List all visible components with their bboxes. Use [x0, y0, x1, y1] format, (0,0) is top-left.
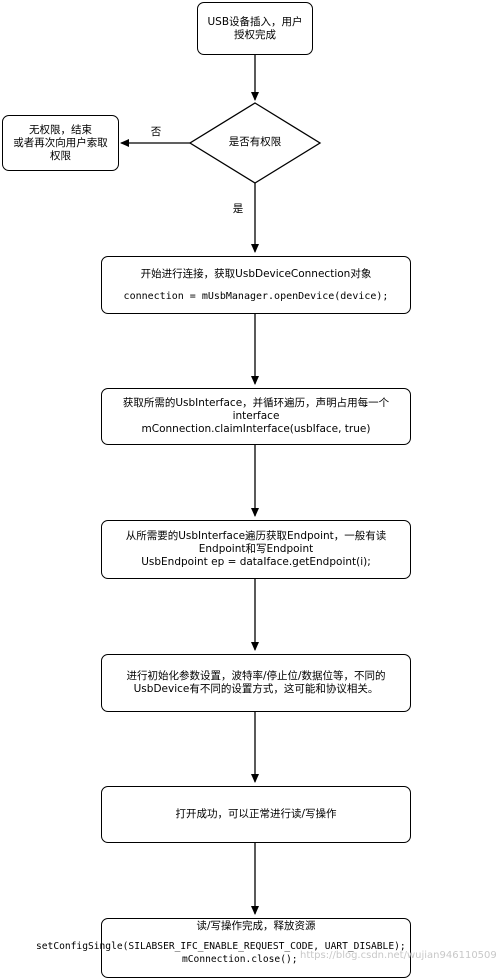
- step-init-params-node: 进行初始化参数设置，波特率/停止位/数据位等，不同的 UsbDevice有不同的…: [101, 654, 411, 712]
- step-release-code2: mConnection.close();: [182, 954, 298, 965]
- step-endpoint-line1: 从所需要的UsbInterface遍历获取Endpoint，一般有读: [125, 530, 387, 542]
- step-claim-interface-node: 获取所需的UsbInterface，并循环遍历，声明占用每一个 interfac…: [101, 388, 411, 445]
- step-connect-text: 开始进行连接，获取UsbDeviceConnection对象: [140, 267, 372, 280]
- step-release-code1: setConfigSingle(SILABSER_IFC_ENABLE_REQU…: [36, 941, 406, 952]
- watermark-text: https://blog.csdn.net/wujian946110509: [300, 950, 497, 961]
- step-open-success-node: 打开成功，可以正常进行读/写操作: [101, 786, 411, 843]
- step-connect-node: 开始进行连接，获取UsbDeviceConnection对象 connectio…: [101, 256, 411, 314]
- step-claim-interface-line2: interface: [232, 410, 280, 422]
- decision-label: 是否有权限: [228, 136, 282, 148]
- step-endpoint-code: UsbEndpoint ep = dataIface.getEndpoint(i…: [141, 556, 371, 568]
- edge-no-label: 否: [150, 126, 162, 138]
- start-node-line1: USB设备插入，用户: [207, 15, 303, 28]
- edge-yes-label: 是: [232, 203, 244, 215]
- step-open-success-text: 打开成功，可以正常进行读/写操作: [175, 808, 337, 820]
- step-init-params-line1: 进行初始化参数设置，波特率/停止位/数据位等，不同的: [126, 670, 386, 682]
- step-release-text: 读/写操作完成，释放资源: [196, 920, 316, 932]
- start-node-line2: 授权完成: [234, 28, 276, 41]
- step-init-params-line2: UsbDevice有不同的设置方式，这可能和协议相关。: [133, 683, 379, 695]
- step-claim-interface-line1: 获取所需的UsbInterface，并循环遍历，声明占用每一个: [122, 397, 390, 409]
- no-permission-line3: 权限: [50, 149, 71, 162]
- step-claim-interface-code: mConnection.claimInterface(usbIface, tru…: [141, 423, 371, 435]
- step-connect-code: connection = mUsbManager.openDevice(devi…: [123, 290, 389, 302]
- step-release-node: 读/写操作完成，释放资源: [101, 918, 411, 978]
- no-permission-line2: 或者再次向用户索取: [13, 136, 108, 149]
- flowchart-connectors: [120, 55, 322, 915]
- step-endpoint-node: 从所需要的UsbInterface遍历获取Endpoint，一般有读 Endpo…: [101, 520, 411, 579]
- no-permission-line1: 无权限，结束: [29, 123, 92, 136]
- no-permission-node: 无权限，结束 或者再次向用户索取 权限: [2, 115, 119, 171]
- start-node: USB设备插入，用户 授权完成: [197, 2, 313, 55]
- step-endpoint-line2: Endpoint和写Endpoint: [198, 543, 314, 555]
